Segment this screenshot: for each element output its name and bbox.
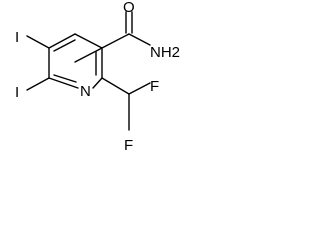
atom-label-iodine-bottom: I <box>15 84 19 101</box>
bond-ring-c5-c4 <box>48 33 76 49</box>
atom-label-fluorine-bottom: F <box>124 137 133 154</box>
atom-label-oxygen: O <box>123 0 135 16</box>
bond-ring-c4-c3-outer <box>74 33 103 49</box>
atom-label-amide-nitrogen: NH2 <box>150 44 180 61</box>
bond-chf2-f-top <box>128 82 151 95</box>
atom-label-fluorine-top: F <box>150 78 159 95</box>
bond-ring-c4-c3 <box>74 47 103 63</box>
bond-ring-c5-c4-inner <box>53 39 76 52</box>
bond-ring-c2-n1 <box>92 77 103 89</box>
atom-label-ring-nitrogen: N <box>80 83 91 100</box>
bond-c6-iodine <box>26 77 50 91</box>
bond-ring-n1-c6-inner <box>53 74 77 83</box>
bond-carbonyl-c-n <box>128 33 151 46</box>
bond-ring-n1-c6 <box>48 77 79 89</box>
atom-label-iodine-top: I <box>15 29 19 46</box>
structure-canvas: O NH2 I I N F F <box>0 0 202 178</box>
molecule-diagram: O NH2 I I N F F <box>15 0 180 154</box>
bond-c5-iodine <box>26 35 50 49</box>
bond-c3-carbonyl-c <box>101 33 130 49</box>
bond-c2-chf2 <box>101 77 130 95</box>
